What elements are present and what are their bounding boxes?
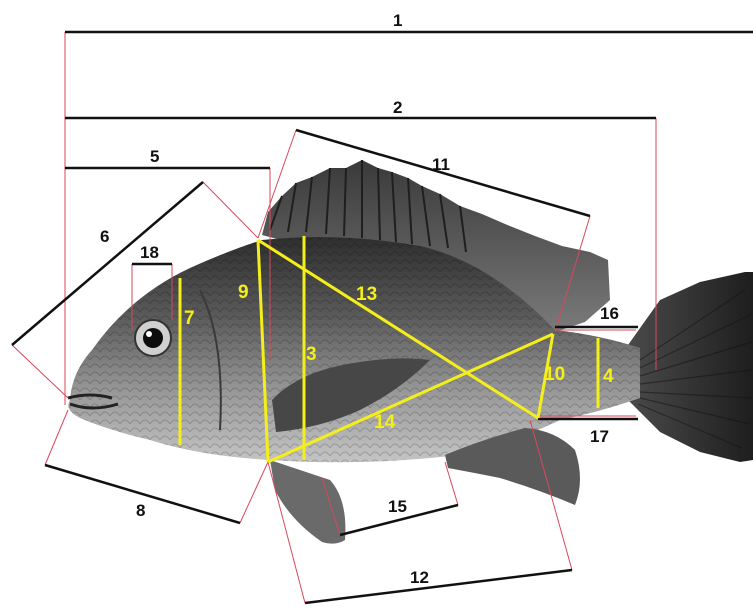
caudal-fin [628,272,753,462]
label-10: 10 [544,364,565,385]
label-12: 12 [410,568,429,587]
label-14: 14 [374,412,396,433]
fish-illustration [68,160,753,544]
label-1: 1 [393,11,402,30]
label-17: 17 [590,427,609,446]
pelvic-fin [270,460,345,544]
label-13: 13 [356,284,377,305]
fish-pupil [143,328,163,348]
label-5: 5 [150,147,159,166]
label-7: 7 [184,308,195,329]
label-3: 3 [306,344,317,365]
label-4: 4 [603,366,614,387]
label-2: 2 [393,98,402,117]
label-15: 15 [388,497,407,516]
label-16: 16 [600,304,619,323]
eye-highlight [146,331,152,337]
label-18: 18 [140,243,159,262]
label-9: 9 [238,282,249,303]
label-11: 11 [432,155,450,174]
label-6: 6 [100,227,109,246]
label-8: 8 [136,501,145,520]
measure-line-12 [305,570,572,603]
